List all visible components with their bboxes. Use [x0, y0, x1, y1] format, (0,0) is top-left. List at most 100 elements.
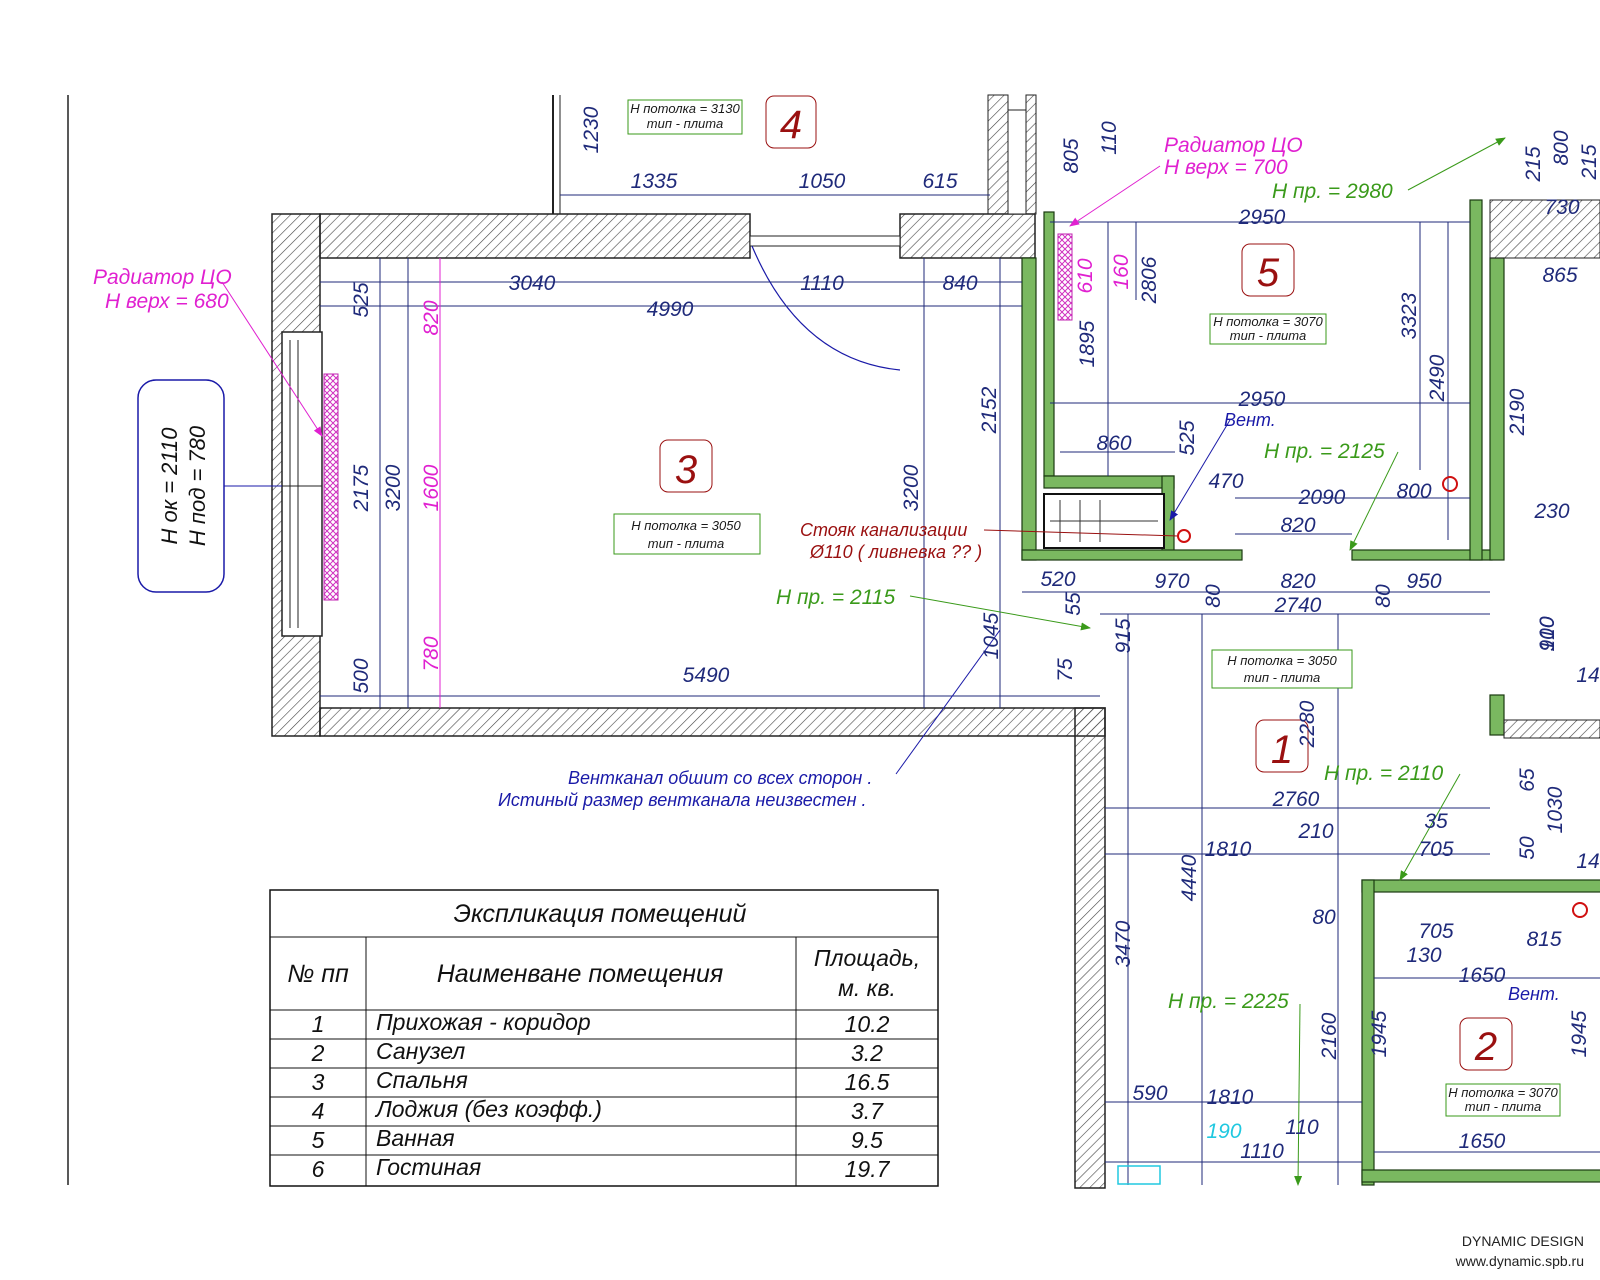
- table-rows: 1 Прихожая - коридор 10.2 2 Санузел 3.2 …: [311, 1009, 891, 1182]
- dim-label: 2740: [1274, 594, 1322, 617]
- dim-label: 80: [1202, 584, 1225, 608]
- radiator-bedroom-height: Н верх = 680: [105, 290, 229, 313]
- sewer-riser-diameter: Ø110 ( ливневка ?? ): [809, 542, 982, 562]
- dim-label: 110: [1285, 1116, 1319, 1139]
- dimension-lines: [320, 194, 1600, 1185]
- table-row-name: Санузел: [376, 1038, 465, 1064]
- dim-label: 215: [1522, 146, 1545, 182]
- sewer-riser-label: Стояк канализации: [800, 520, 967, 540]
- dim-label: 3200: [900, 464, 923, 511]
- radiator-bathroom: [1057, 233, 1073, 321]
- room-3-type: тип - плита: [648, 536, 724, 551]
- table-row-name: Спальня: [376, 1067, 468, 1093]
- leader-lines: [221, 137, 1506, 1186]
- dim-label: 2090: [1298, 486, 1346, 509]
- dim-label: 915: [1112, 618, 1135, 653]
- table-col-name: Наименване помещения: [437, 960, 724, 988]
- table-row-name: Лоджия (без коэфф.): [374, 1096, 602, 1122]
- dim-label: 520: [1040, 568, 1075, 591]
- room-2-ceiling: Н потолка = 3070: [1448, 1085, 1558, 1100]
- dim-label: 2152: [978, 386, 1001, 434]
- dim-label: 75: [1054, 658, 1077, 682]
- opening-height-2125: Н пр. = 2125: [1264, 440, 1385, 463]
- radiator-bathroom-height: Н верх = 700: [1164, 156, 1288, 179]
- dim-label: 1050: [799, 170, 846, 193]
- radiator-bathroom-label: Радиатор ЦО: [1164, 134, 1303, 157]
- dim-label: 50: [1516, 836, 1539, 860]
- room-5-ceiling: Н потолка = 3070: [1213, 314, 1323, 329]
- room-3-number: 3: [675, 448, 697, 492]
- room-1-label: 1 Н потолка = 3050 тип - плита: [1211, 649, 1353, 773]
- dim-label: 3470: [1112, 920, 1135, 967]
- dim-label: 5490: [683, 664, 730, 687]
- dim-label: 910: [1536, 616, 1559, 651]
- table-row-area: 16.5: [845, 1069, 890, 1095]
- table-row-num: 4: [312, 1098, 325, 1124]
- dim-label: 80: [1372, 584, 1395, 608]
- table-row-area: 3.7: [851, 1098, 884, 1124]
- dim-label: 820: [1280, 570, 1315, 593]
- dim-label: 1045: [980, 612, 1003, 659]
- vent-label-bathroom: Вент.: [1224, 410, 1276, 430]
- footer-company: DYNAMIC DESIGN: [1462, 1233, 1584, 1249]
- dim-label: 815: [1526, 928, 1561, 951]
- room-3-ceiling: Н потолка = 3050: [631, 518, 741, 533]
- dim-label: 590: [1132, 1082, 1167, 1105]
- room-4-type: тип - плита: [647, 116, 723, 131]
- dim-label: 1945: [1368, 1010, 1391, 1057]
- opening-height-2225: Н пр. = 2225: [1168, 990, 1289, 1013]
- dim-label: 1810: [1207, 1086, 1254, 1109]
- dim-label: 1650: [1459, 964, 1506, 987]
- dim-label: 800: [1396, 480, 1431, 503]
- opening-height-2980: Н пр. = 2980: [1272, 180, 1393, 203]
- room-2-type: тип - плита: [1465, 1099, 1541, 1114]
- table-row-num: 6: [312, 1156, 325, 1182]
- dim-label: 1335: [631, 170, 678, 193]
- room-4-label: 4 Н потолка = 3130 тип - плита: [627, 95, 817, 149]
- dim-label: 705: [1418, 838, 1453, 861]
- dim-label: 80: [1312, 906, 1336, 929]
- dim-label: 610: [1074, 258, 1097, 293]
- table-col-area-unit: м. кв.: [838, 975, 896, 1001]
- dim-label: 705: [1418, 920, 1453, 943]
- walls-bathroom: [1021, 199, 1600, 1186]
- window-sill-height: Н ок = 2110: [157, 427, 182, 545]
- dim-label: 1650: [1459, 1130, 1506, 1153]
- dim-label: 65: [1516, 768, 1539, 792]
- dim-label: 230: [1533, 500, 1569, 523]
- table-col-area: Площадь,: [814, 945, 920, 971]
- room-1-type: тип - плита: [1244, 670, 1320, 685]
- dim-label: 2950: [1238, 206, 1286, 229]
- room-4-number: 4: [780, 103, 802, 147]
- dim-label: 500: [350, 658, 373, 693]
- dim-label: 190: [1206, 1120, 1241, 1143]
- table-row-area: 3.2: [851, 1040, 883, 1066]
- dim-label: 2175: [350, 464, 373, 512]
- dim-label: 3200: [382, 464, 405, 511]
- dim-label: 4440: [1178, 854, 1201, 901]
- room-5-number: 5: [1257, 251, 1280, 295]
- dim-label: 100: [1536, 616, 1559, 651]
- room-5-type: тип - плита: [1230, 328, 1306, 343]
- dim-label: 805: [1060, 138, 1083, 173]
- opening-height-2115: Н пр. = 2115: [776, 586, 895, 609]
- table-row-num: 1: [312, 1011, 325, 1037]
- table-row-name: Ванная: [376, 1125, 455, 1151]
- table-title: Экспликация помещений: [454, 900, 747, 928]
- table-row-num: 2: [311, 1040, 325, 1066]
- walls-right: [1489, 199, 1600, 739]
- dim-label: 3040: [509, 272, 556, 295]
- dim-label: 840: [942, 272, 977, 295]
- dim-label: 1810: [1205, 838, 1252, 861]
- dim-label: 525: [350, 282, 373, 317]
- table-row-name: Прихожая - коридор: [376, 1009, 591, 1035]
- table-row-area: 19.7: [845, 1156, 891, 1182]
- dim-label: 210: [1297, 820, 1333, 843]
- dim-label: 970: [1154, 570, 1189, 593]
- opening-height-2110: Н пр. = 2110: [1324, 762, 1443, 785]
- footer-website: www.dynamic.spb.ru: [1455, 1253, 1584, 1269]
- vent-shaft-note-1: Вентканал обшит со всех сторон .: [568, 768, 872, 788]
- table-col-number: № пп: [287, 960, 349, 988]
- dim-label: 2760: [1272, 788, 1320, 811]
- table-row-area: 9.5: [851, 1127, 883, 1153]
